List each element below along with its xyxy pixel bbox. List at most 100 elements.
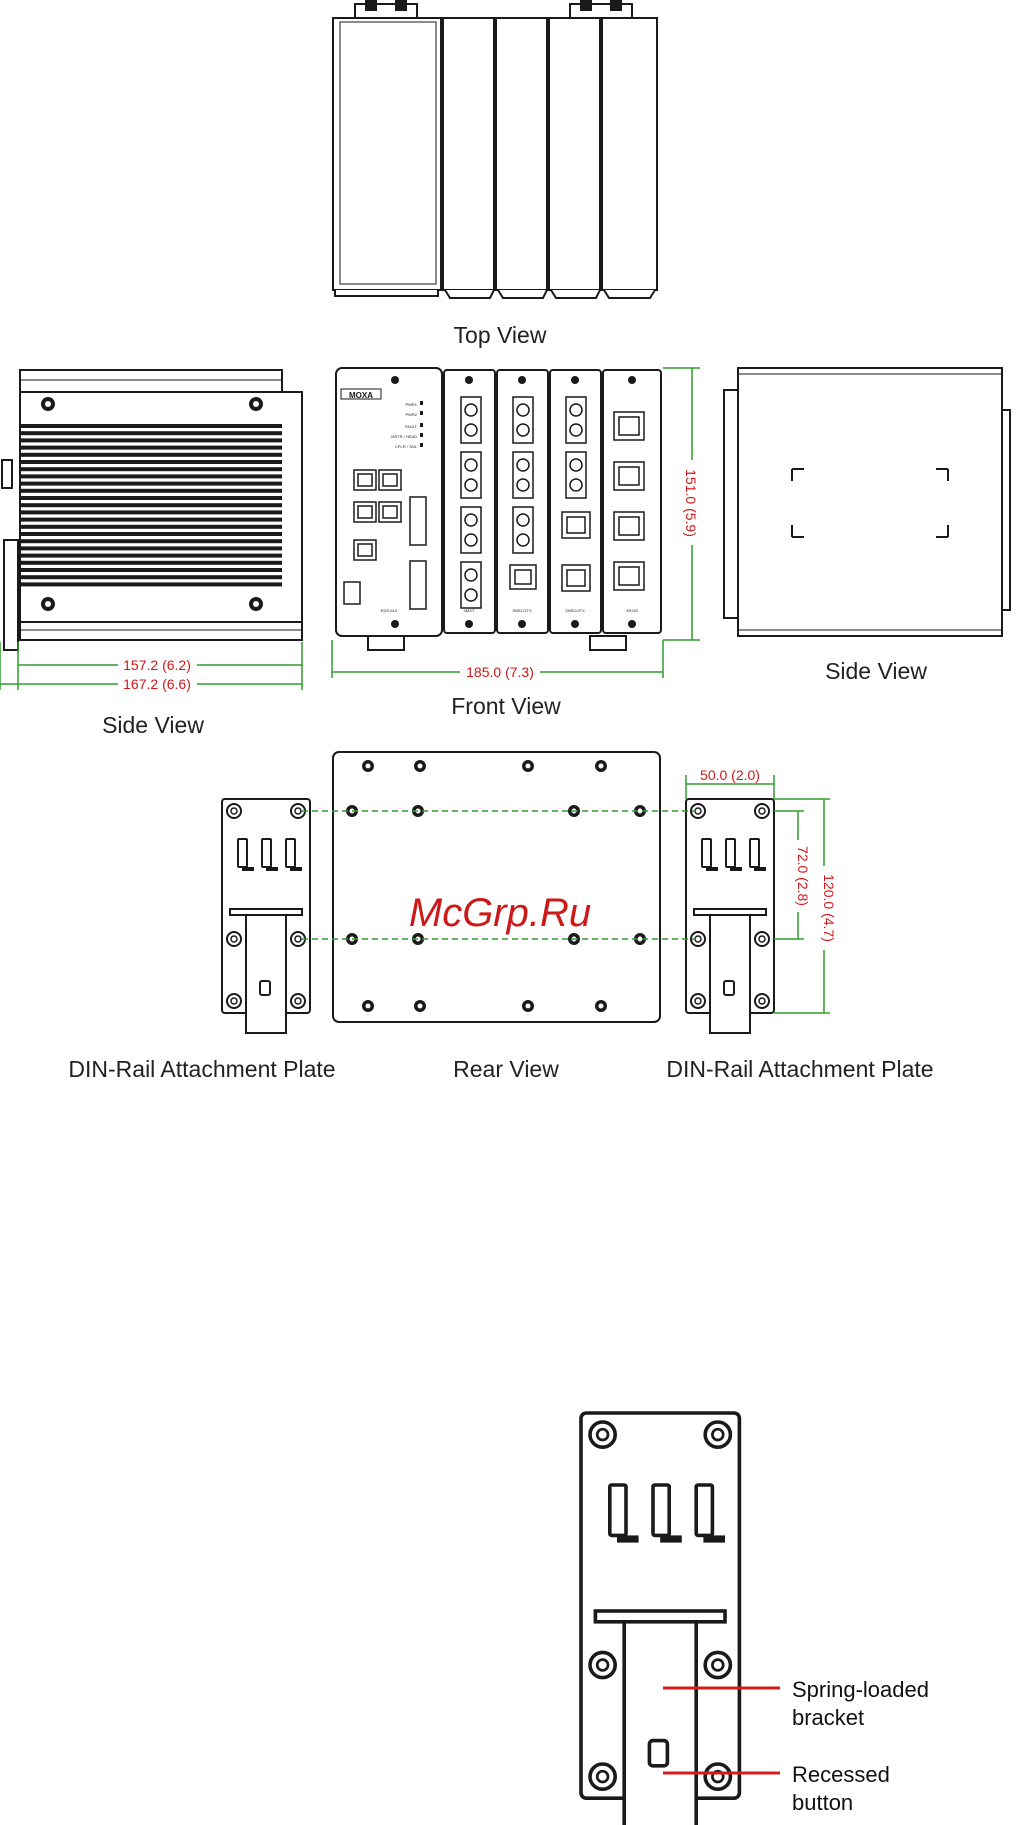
module-label-3: 2MSC/2TX	[565, 608, 585, 613]
cooling-fin	[20, 496, 282, 500]
spring-loaded-bracket	[622, 1619, 698, 1825]
cooling-fin	[20, 474, 282, 479]
callout-lines	[663, 1686, 780, 1775]
main-module-ports	[343, 469, 427, 610]
led-label-pwr1: PWR1	[405, 402, 417, 407]
rail-slot	[237, 838, 248, 868]
side-depth-dimension-lines	[0, 642, 303, 690]
rear-view-screws	[346, 760, 646, 1012]
rail-slot-tab	[617, 1535, 639, 1543]
rail-slot	[651, 1483, 671, 1538]
cooling-fin	[20, 445, 282, 450]
cooling-fin	[20, 539, 282, 544]
module-4rj45-ports	[613, 411, 645, 591]
module-3msc1tx-ports	[509, 396, 537, 590]
spring-loaded-bracket	[709, 914, 751, 1034]
rail-slot-tab	[242, 867, 254, 871]
front-view-label: Front View	[451, 693, 561, 719]
cooling-fin	[20, 438, 282, 443]
rail-slot-tab	[706, 867, 718, 871]
callout-bracket-line2: bracket	[792, 1705, 864, 1730]
rear-view-label: Rear View	[453, 1056, 559, 1082]
cooling-fin	[20, 452, 282, 457]
mount-hole-inner	[595, 1658, 610, 1672]
cooling-fin	[20, 510, 282, 515]
callout-button-line1: Recessed	[792, 1762, 890, 1787]
rail-slot	[607, 1483, 628, 1538]
rail-slot-tab	[660, 1535, 682, 1543]
cooling-fin	[20, 517, 282, 522]
rail-slot-tab	[266, 867, 278, 871]
front-module-screws	[391, 376, 636, 628]
rail-slot-tab	[290, 867, 302, 871]
rail-slot	[725, 838, 736, 868]
side-depth-label-2: 167.2 (6.6)	[123, 676, 191, 692]
rear-view-drawing	[332, 751, 661, 1023]
mount-hole-inner	[294, 807, 302, 815]
brand-logo: MOXA	[349, 391, 373, 400]
cooling-fin	[20, 560, 282, 565]
hole-spacing-label: 72.0 (2.8)	[795, 846, 811, 906]
moxa-logo-frame	[340, 388, 382, 400]
recessed-button	[259, 980, 271, 996]
cooling-fin	[20, 431, 282, 436]
callout-bracket-line1: Spring-loaded	[792, 1677, 929, 1702]
top-view-label: Top View	[454, 322, 547, 348]
led-label-fault: FAULT	[405, 424, 418, 429]
plate-dimension-lines	[685, 775, 830, 1014]
din-plate-right-label: DIN-Rail Attachment Plate	[666, 1056, 933, 1082]
mount-hole-inner	[711, 1427, 725, 1442]
watermark: McGrp.Ru	[409, 891, 591, 935]
module-label-1: 4MST	[464, 608, 475, 613]
plate-width-label: 50.0 (2.0)	[700, 767, 760, 783]
din-plate-left-drawing	[221, 798, 311, 1034]
side-depth-label-1: 157.2 (6.2)	[123, 657, 191, 673]
cooling-fin	[20, 488, 282, 493]
mount-hole-inner	[230, 807, 238, 815]
mount-hole-inner	[230, 997, 238, 1005]
mount-hole-inner	[294, 935, 302, 943]
mount-hole-inner	[694, 997, 702, 1005]
led-indicators: PWR1 PWR2 FAULT MSTR / HEAD CPLR / TAIL	[391, 401, 423, 449]
rail-slot	[701, 838, 712, 868]
led-label-pwr2: PWR2	[405, 412, 417, 417]
cooling-fin	[20, 503, 282, 508]
cooling-fins	[20, 424, 282, 587]
front-height-label: 151.0 (5.9)	[683, 469, 699, 537]
cooling-fin	[20, 546, 282, 551]
mount-hole-inner	[758, 807, 766, 815]
cooling-fin	[20, 467, 282, 472]
mount-hole-inner	[595, 1769, 610, 1784]
plate-height-label: 120.0 (4.7)	[821, 874, 837, 942]
cooling-fin	[20, 575, 282, 580]
module-2msc2tx-ports	[561, 396, 591, 592]
din-plate-right-drawing	[685, 798, 775, 1034]
spring-loaded-bracket	[245, 914, 287, 1034]
cooling-fin	[20, 553, 282, 558]
module-label-4: 4RJ45	[626, 608, 638, 613]
rail-slot	[261, 838, 272, 868]
cooling-fin	[20, 424, 282, 428]
mount-hole-inner	[758, 997, 766, 1005]
din-plate-left-label: DIN-Rail Attachment Plate	[68, 1056, 335, 1082]
rail-slot	[749, 838, 760, 868]
module-label-2: 3MSC/1TX	[512, 608, 532, 613]
recessed-button	[723, 980, 735, 996]
side-view-left-screws	[41, 397, 263, 611]
rail-slot-tab	[703, 1535, 725, 1543]
cooling-fin	[20, 532, 282, 536]
callout-button-line2: button	[792, 1790, 853, 1815]
cooling-fin	[20, 524, 282, 529]
mount-hole-inner	[758, 935, 766, 943]
cooling-fin	[20, 460, 282, 464]
side-view-right-drawing	[723, 367, 1011, 637]
cooling-fin	[20, 481, 282, 486]
rail-slot-tab	[730, 867, 742, 871]
rail-slot	[285, 838, 296, 868]
mount-hole-inner	[711, 1658, 725, 1672]
alignment-dashed-lines	[302, 810, 696, 940]
led-label-mstr: MSTR / HEAD	[391, 434, 417, 439]
rail-slot	[694, 1483, 715, 1538]
mount-hole-inner	[294, 997, 302, 1005]
